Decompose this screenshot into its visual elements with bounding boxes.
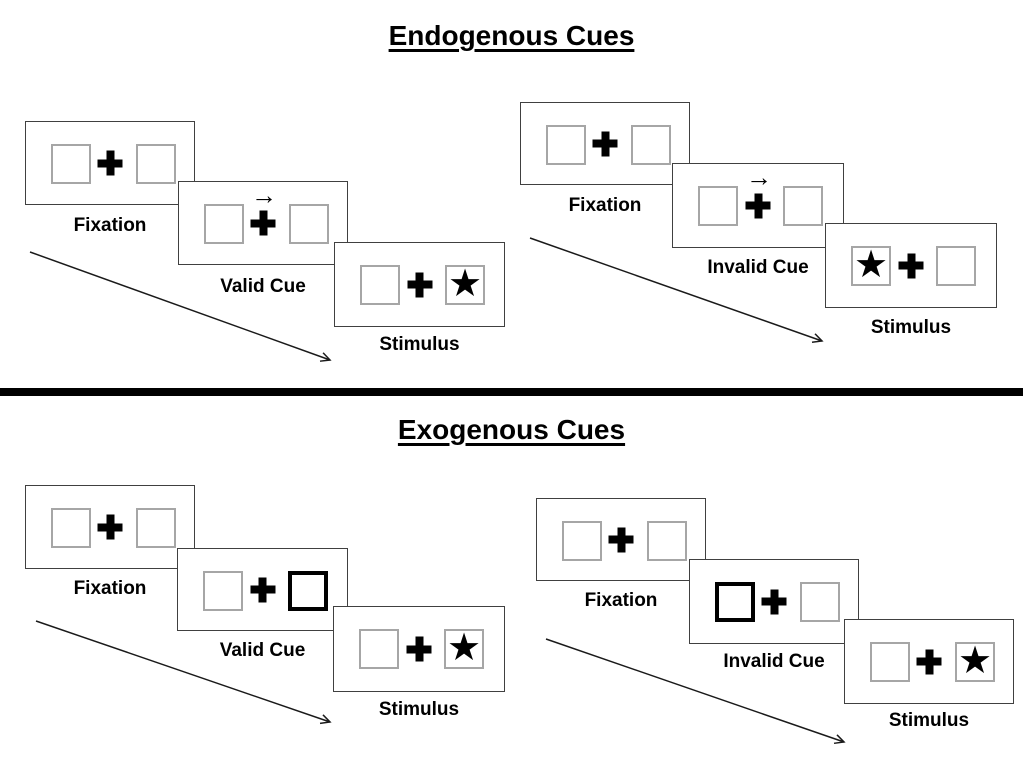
panel-label-valid-cue: Valid Cue xyxy=(219,640,306,661)
panel-exogenous-valid-cue xyxy=(177,548,348,631)
placeholder-box-right xyxy=(631,125,671,165)
highlighted-cue-box-left xyxy=(715,582,755,622)
placeholder-box-right xyxy=(289,204,329,244)
star-stimulus-icon: ★ xyxy=(957,640,993,682)
panel-exogenous-invalid-stimulus: ★ xyxy=(844,619,1014,704)
fixation-cross-icon xyxy=(250,210,276,236)
placeholder-box-right xyxy=(647,521,687,561)
target-box-right: ★ xyxy=(444,629,484,669)
placeholder-box-left xyxy=(870,642,910,682)
section-title-exogenous: Exogenous Cues xyxy=(0,414,1023,446)
panel-label-stimulus: Stimulus xyxy=(888,710,970,731)
section-title-endogenous-text: Endogenous Cues xyxy=(388,20,635,51)
target-box-left: ★ xyxy=(851,246,891,286)
panel-exogenous-invalid-cue xyxy=(689,559,859,644)
panel-endogenous-invalid-cue: → xyxy=(672,163,844,248)
placeholder-box-right xyxy=(800,582,840,622)
panel-endogenous-invalid-stimulus: ★ xyxy=(825,223,997,308)
placeholder-box-left xyxy=(562,521,602,561)
fixation-cross-icon xyxy=(407,272,432,297)
section-title-exogenous-text: Exogenous Cues xyxy=(397,414,626,445)
fixation-cross-icon xyxy=(745,193,771,218)
placeholder-box-left xyxy=(51,508,91,548)
panel-exogenous-valid-fixation xyxy=(25,485,195,569)
central-cue-arrow-icon: → xyxy=(251,180,278,210)
placeholder-box-left xyxy=(359,629,399,669)
panel-label-stimulus: Stimulus xyxy=(378,699,460,720)
section-title-endogenous: Endogenous Cues xyxy=(0,20,1023,52)
target-box-right: ★ xyxy=(955,642,995,682)
panel-label-fixation: Fixation xyxy=(568,195,642,216)
fixation-cross-icon xyxy=(592,131,618,156)
star-stimulus-icon: ★ xyxy=(446,627,482,669)
fixation-cross-icon xyxy=(761,589,787,614)
placeholder-box-left xyxy=(204,204,244,244)
star-stimulus-icon: ★ xyxy=(447,263,483,305)
fixation-cross-icon xyxy=(250,577,275,602)
panel-label-stimulus: Stimulus xyxy=(870,317,952,338)
target-box-right: ★ xyxy=(445,265,485,305)
panel-label-stimulus: Stimulus xyxy=(379,334,460,355)
central-cue-arrow-icon: → xyxy=(746,162,773,192)
panel-exogenous-valid-stimulus: ★ xyxy=(333,606,505,692)
fixation-cross-icon xyxy=(406,636,432,662)
placeholder-box-left xyxy=(51,144,91,184)
panel-endogenous-invalid-fixation xyxy=(520,102,690,185)
highlighted-cue-box-right xyxy=(288,571,328,611)
panel-label-valid-cue: Valid Cue xyxy=(220,276,306,297)
placeholder-box-right xyxy=(136,508,176,548)
placeholder-box-right xyxy=(136,144,176,184)
fixation-cross-icon xyxy=(97,514,123,540)
timeline-arrow-endogenous-invalid xyxy=(529,237,822,341)
panel-label-fixation: Fixation xyxy=(73,578,147,599)
fixation-cross-icon xyxy=(97,150,123,176)
panel-label-fixation: Fixation xyxy=(584,590,658,611)
panel-label-invalid-cue: Invalid Cue xyxy=(707,257,809,278)
placeholder-box-right xyxy=(936,246,976,286)
panel-endogenous-valid-stimulus: ★ xyxy=(334,242,505,327)
placeholder-box-left xyxy=(546,125,586,165)
panel-label-fixation: Fixation xyxy=(73,215,147,236)
fixation-cross-icon xyxy=(916,649,942,674)
panel-endogenous-valid-fixation xyxy=(25,121,195,205)
placeholder-box-right xyxy=(783,186,823,226)
placeholder-box-left xyxy=(360,265,400,305)
star-stimulus-icon: ★ xyxy=(853,244,889,286)
timeline-arrow-exogenous-valid xyxy=(35,620,330,722)
section-divider xyxy=(0,388,1023,396)
placeholder-box-left xyxy=(203,571,243,611)
panel-exogenous-invalid-fixation xyxy=(536,498,706,581)
panel-label-invalid-cue: Invalid Cue xyxy=(723,651,825,672)
fixation-cross-icon xyxy=(608,527,634,552)
timeline-arrow-endogenous-valid xyxy=(29,251,330,360)
placeholder-box-left xyxy=(698,186,738,226)
fixation-cross-icon xyxy=(898,253,924,278)
panel-endogenous-valid-cue: → xyxy=(178,181,348,265)
